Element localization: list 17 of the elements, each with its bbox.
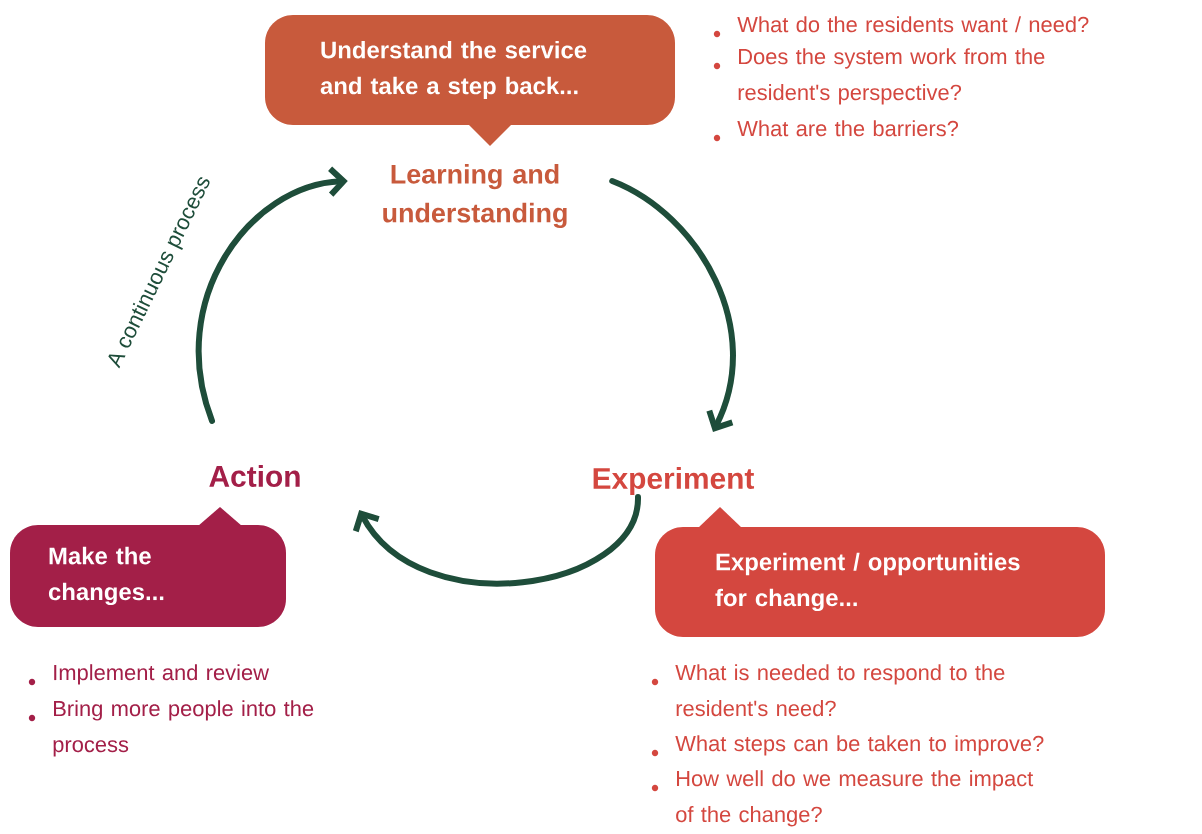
bullet-item: Implement and review <box>28 664 270 686</box>
stage-label: Learning and understanding <box>383 163 567 228</box>
bullet-item: Bring more people into the process <box>28 700 314 757</box>
bullet-item: What steps can be taken to improve? <box>651 735 1044 757</box>
stage-label: Action <box>209 465 300 487</box>
bullet-item: How well do we measure the impact of the change? <box>651 770 1034 827</box>
speech-bubble: Experiment / opportunities for change... <box>655 507 1105 637</box>
curved-arrow <box>609 178 736 432</box>
bullet-item: Does the system work from the resident's perspective? <box>713 48 1045 105</box>
speech-bubble: Make the changes... <box>10 507 286 627</box>
stage-label: Experiment <box>593 467 754 495</box>
bullet-item: What are the barriers? <box>713 120 959 142</box>
speech-bubble: Understand the service and take a step back... <box>265 15 675 146</box>
bullet-item: What is needed to respond to the resident's need? <box>651 664 1005 717</box>
curved-arrow <box>352 494 641 587</box>
bullet-item: What do the residents want / need? <box>713 16 1089 38</box>
curved-arrow <box>195 166 348 424</box>
